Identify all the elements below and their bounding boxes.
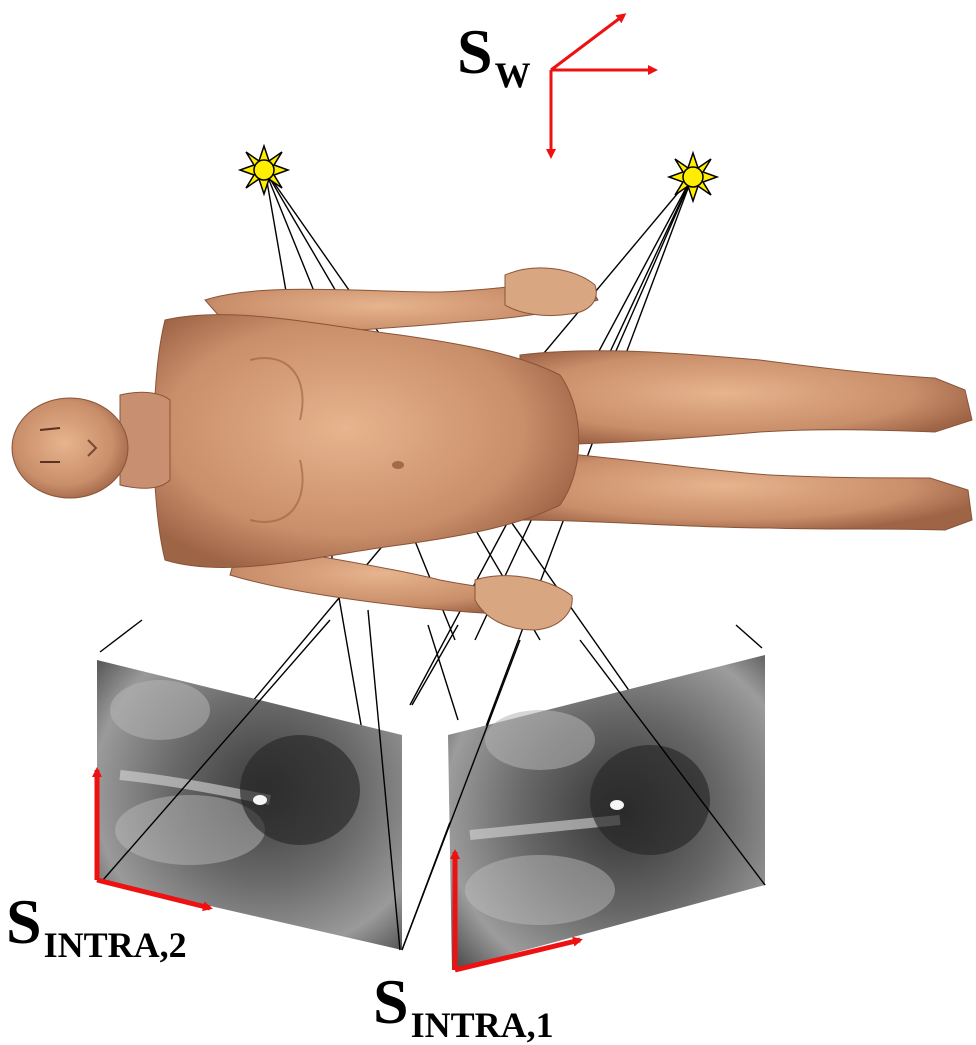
intra1-frame-label-sub: INTRA,1	[411, 1005, 554, 1045]
world-frame-label: SW	[457, 20, 531, 84]
world-frame-label-sub: W	[495, 55, 531, 95]
intra1-frame-label: SINTRA,1	[373, 970, 554, 1034]
xray-source-2-icon	[669, 153, 717, 201]
patient-body	[12, 268, 972, 630]
world-axes	[551, 15, 655, 156]
intra2-frame-label-sub: INTRA,2	[44, 925, 187, 965]
intra1-frame-label-main: S	[373, 966, 409, 1037]
intra2-frame-label-main: S	[6, 886, 42, 957]
intra2-frame-label: SINTRA,2	[6, 890, 187, 954]
world-frame-label-main: S	[457, 16, 493, 87]
xray-source-1-icon	[240, 146, 288, 194]
